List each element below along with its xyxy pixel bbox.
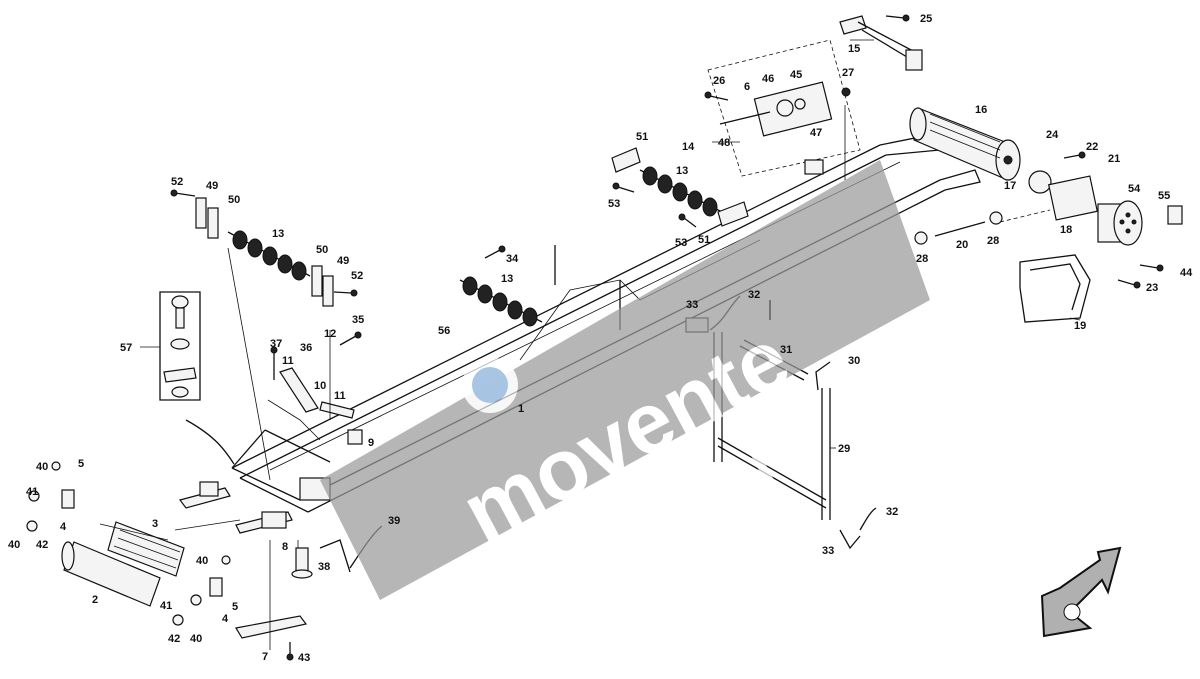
label-21: 21	[1108, 153, 1120, 165]
label-17: 17	[1004, 180, 1016, 192]
label-42-top: 42	[36, 539, 48, 551]
label-41-bottom: 41	[160, 600, 172, 612]
label-13-left: 13	[272, 228, 284, 240]
label-39: 39	[388, 515, 400, 527]
label-13-right: 13	[676, 165, 688, 177]
label-43: 43	[298, 652, 310, 664]
label-40-a: 40	[36, 461, 48, 473]
inset-detail	[159, 291, 235, 465]
label-37: 37	[270, 338, 282, 350]
feed-roller-middle	[459, 276, 543, 327]
label-42-bottom: 42	[168, 633, 180, 645]
label-4-top: 4	[60, 521, 67, 533]
label-36: 36	[300, 342, 312, 354]
part-labels: 25 15 26 46 45 27 6 16 47 48 14 51 24 22…	[8, 13, 1193, 664]
label-53-mid: 53	[675, 237, 687, 249]
label-20: 20	[956, 239, 968, 251]
label-28-right: 28	[987, 235, 999, 247]
label-40-c: 40	[196, 555, 208, 567]
label-11-bottom: 11	[334, 390, 346, 402]
label-14: 14	[682, 141, 695, 153]
label-48: 48	[718, 137, 730, 149]
label-49-left: 49	[206, 180, 218, 192]
label-52-left: 52	[171, 176, 183, 188]
feed-roller-right	[639, 166, 723, 217]
label-11-top: 11	[282, 355, 294, 367]
drive-roller	[909, 107, 1021, 181]
label-33-top: 33	[686, 299, 698, 311]
label-40-d: 40	[190, 633, 202, 645]
label-51-top: 51	[636, 131, 648, 143]
label-32-top: 32	[748, 289, 760, 301]
label-40-b: 40	[8, 539, 20, 551]
leader-lines	[99, 39, 1081, 650]
label-56: 56	[438, 325, 450, 337]
label-53-top: 53	[608, 198, 620, 210]
label-29: 29	[838, 443, 850, 455]
label-2: 2	[92, 594, 98, 606]
label-52-right: 52	[351, 270, 363, 282]
label-25: 25	[920, 13, 932, 25]
label-19: 19	[1074, 320, 1086, 332]
label-22: 22	[1086, 141, 1098, 153]
label-5-top: 5	[78, 458, 84, 470]
label-1: 1	[518, 403, 524, 415]
label-33-bottom: 33	[822, 545, 834, 557]
label-27: 27	[842, 67, 854, 79]
motor-assembly	[914, 170, 1183, 323]
feed-roller-left	[227, 230, 311, 281]
label-32-bottom: 32	[886, 506, 898, 518]
label-49-right: 49	[337, 255, 349, 267]
label-4-bottom: 4	[222, 613, 229, 625]
bracket-plates	[195, 147, 749, 307]
watermark-band: movente movente.ru	[320, 160, 930, 631]
label-15: 15	[848, 43, 860, 55]
label-38: 38	[318, 561, 330, 573]
label-47: 47	[810, 127, 822, 139]
label-31: 31	[780, 344, 792, 356]
label-34: 34	[506, 253, 519, 265]
label-26: 26	[713, 75, 725, 87]
label-50-right: 50	[316, 244, 328, 256]
label-7: 7	[262, 651, 268, 663]
label-8: 8	[282, 541, 288, 553]
label-3: 3	[152, 518, 158, 530]
label-13-middle: 13	[501, 273, 513, 285]
label-50-left: 50	[228, 194, 240, 206]
label-10: 10	[314, 380, 326, 392]
label-35: 35	[352, 314, 364, 326]
label-6: 6	[744, 81, 750, 93]
label-44: 44	[1180, 267, 1193, 279]
label-5-bottom: 5	[232, 601, 238, 613]
label-18: 18	[1060, 224, 1072, 236]
label-16: 16	[975, 104, 987, 116]
label-23: 23	[1146, 282, 1158, 294]
label-41-top: 41	[26, 486, 38, 498]
label-51-mid: 51	[698, 234, 710, 246]
label-28-left: 28	[916, 253, 928, 265]
bolts	[170, 14, 1164, 661]
label-30: 30	[848, 355, 860, 367]
label-55: 55	[1158, 190, 1170, 202]
label-12: 12	[324, 328, 336, 340]
label-46: 46	[762, 73, 774, 85]
label-45: 45	[790, 69, 802, 81]
label-9: 9	[368, 437, 374, 449]
label-54: 54	[1128, 183, 1141, 195]
label-24: 24	[1046, 129, 1059, 141]
label-57: 57	[120, 342, 132, 354]
rear-rollers	[26, 461, 383, 639]
tension-assembly	[707, 15, 923, 177]
direction-arrow-icon	[1040, 546, 1122, 638]
